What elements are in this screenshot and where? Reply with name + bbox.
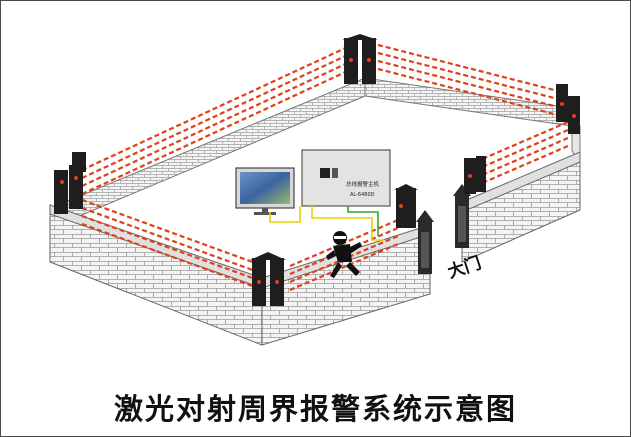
monitor [235, 167, 295, 215]
panel-model: AL-6480D [350, 192, 375, 198]
intruder-figure [326, 231, 362, 278]
alarm-panel [301, 149, 391, 207]
detector-right-wall [464, 156, 486, 194]
detector-back-left-corner [54, 152, 86, 214]
detector-front-gate [394, 184, 418, 228]
gate-label: 大门 [445, 252, 484, 282]
gate-pillar-left [416, 210, 434, 274]
detector-back-center [342, 34, 378, 84]
detector-back-right-corner [556, 84, 580, 134]
panel-title: 总线报警主机 [346, 180, 380, 188]
diagram-title: 激光对射周界报警系统示意图 [113, 392, 517, 426]
wiring [269, 206, 384, 241]
left-wall [49, 204, 263, 346]
laser-beams-back [81, 43, 569, 195]
detector-front-corner [250, 252, 286, 306]
